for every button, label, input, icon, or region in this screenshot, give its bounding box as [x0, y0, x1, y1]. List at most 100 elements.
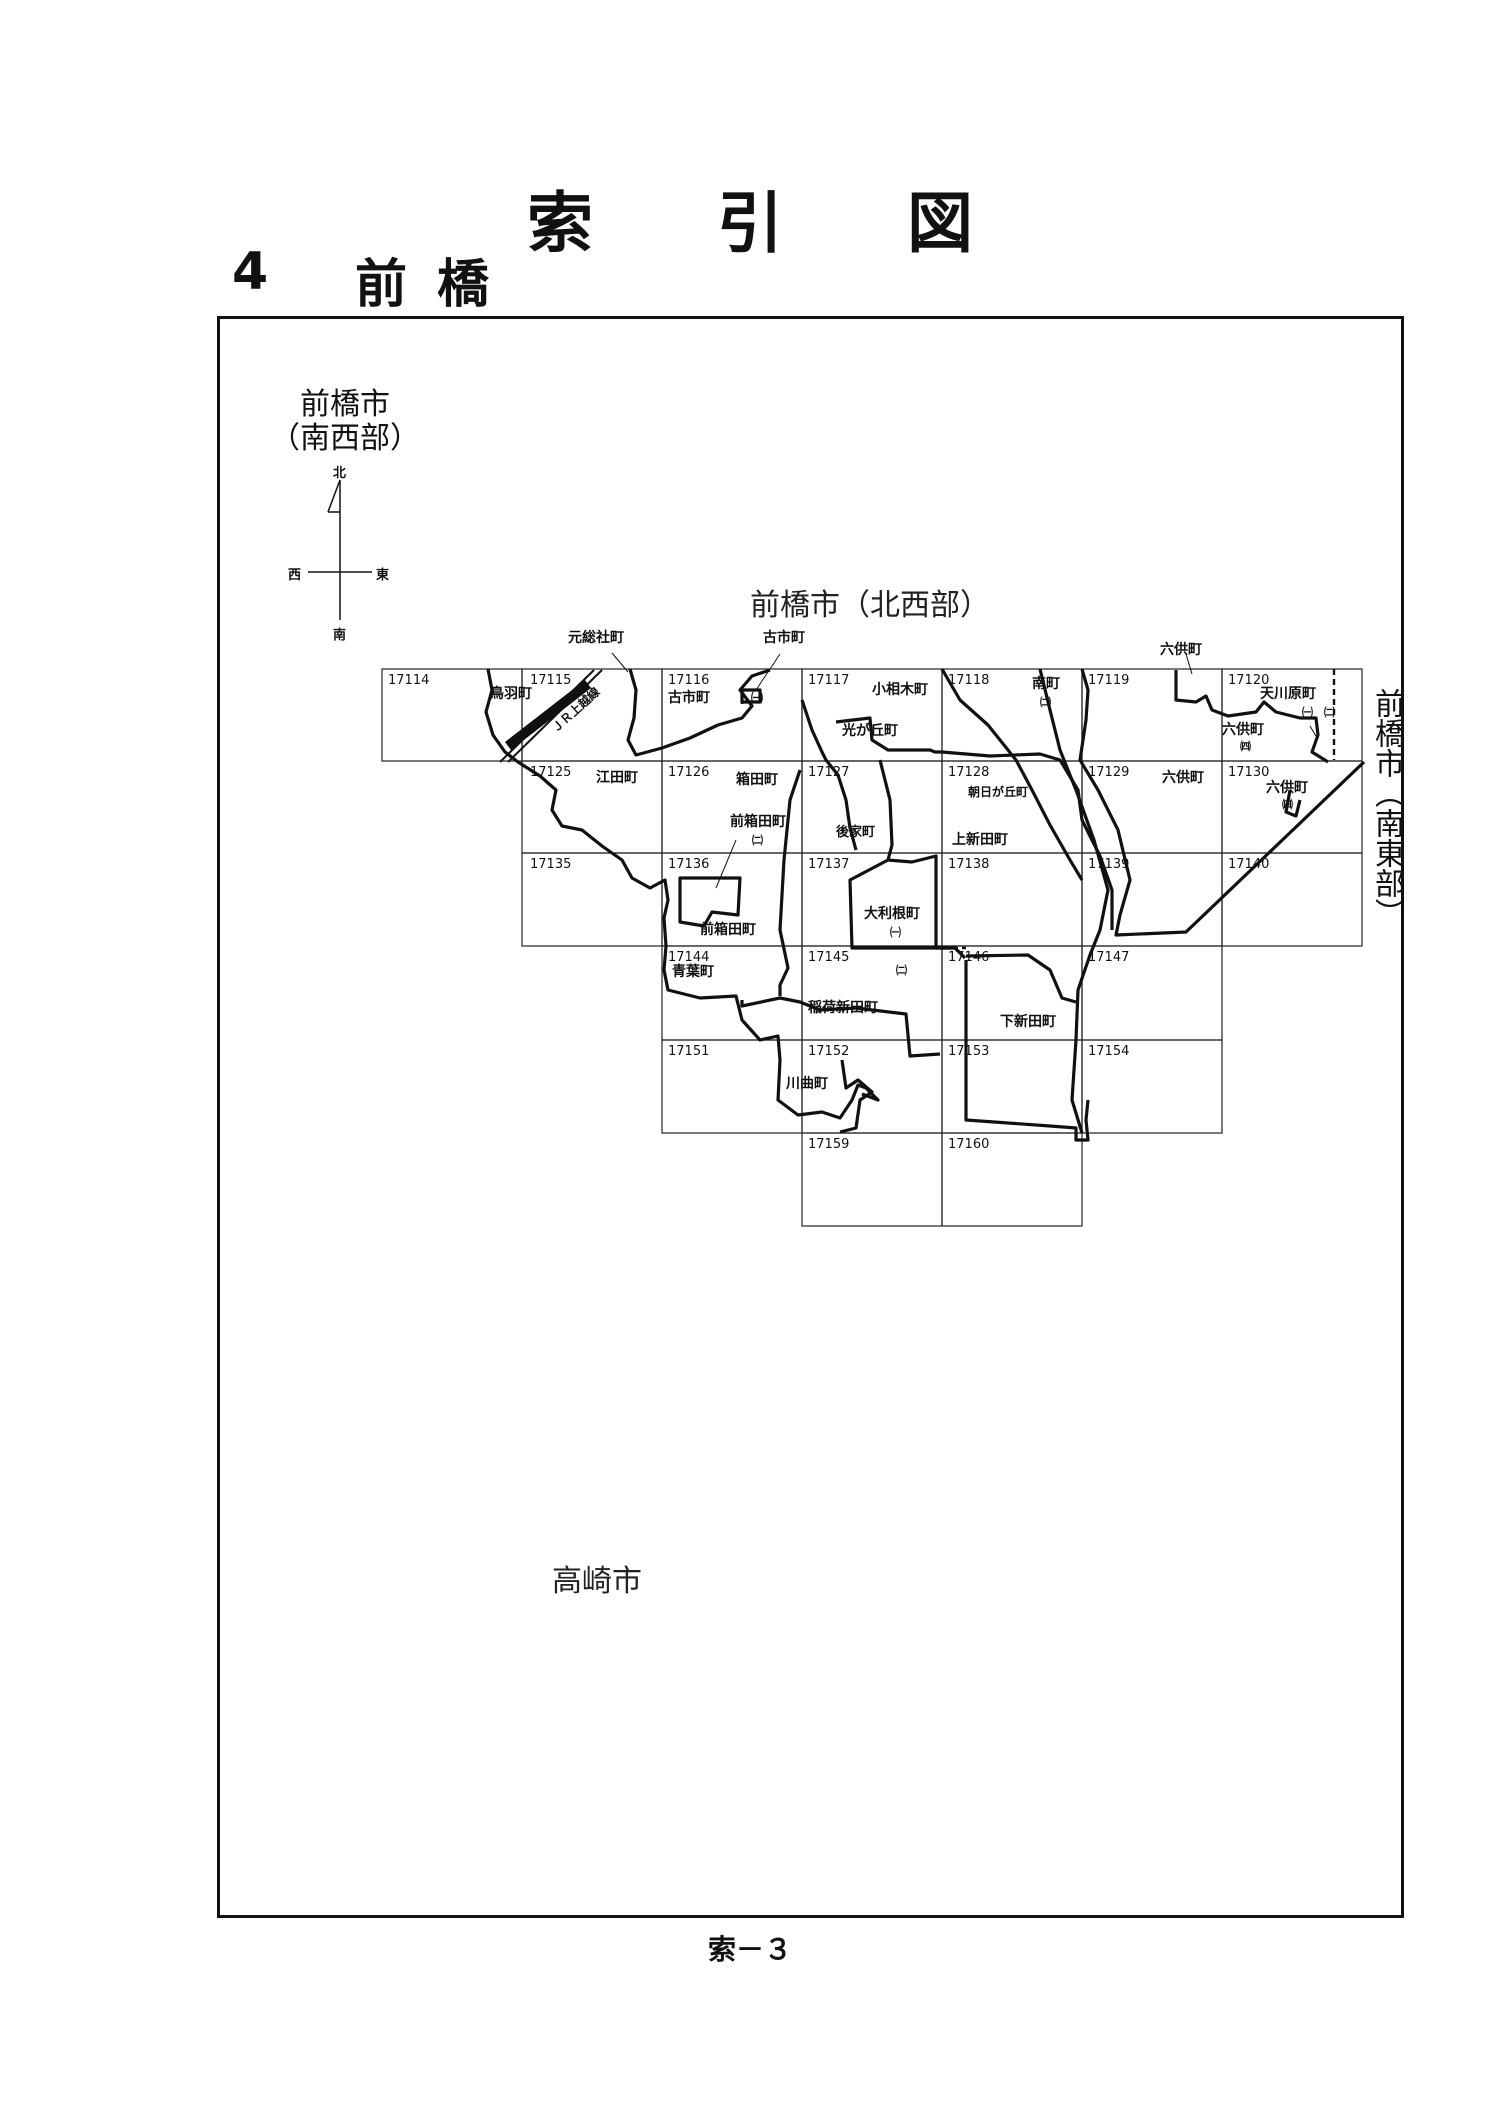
- place-otone-one: ㈠: [890, 925, 901, 939]
- place-minamicho: 南町: [1032, 675, 1060, 692]
- sheet-label: 17114: [388, 673, 429, 688]
- sheet-label: 17128: [948, 765, 989, 780]
- page-number: 索－３: [707, 1933, 792, 1966]
- leader-amagawara: [1309, 725, 1317, 737]
- leader-motosoja: [611, 652, 629, 673]
- place-otone-two: ㈡: [896, 963, 907, 977]
- place-goke: 後家町: [836, 824, 875, 840]
- boundary-central-1: [800, 699, 858, 851]
- compass-west: 西: [288, 568, 302, 583]
- boundary-furuichi-box: [740, 688, 762, 704]
- place-maehakoda-two-suffix: ㈡: [752, 833, 763, 847]
- boundary-east-3: [1038, 668, 1110, 1134]
- place-furuichimachi-top: 古市町: [763, 629, 805, 646]
- title-char: 図: [907, 185, 973, 262]
- boundary-rokku-top: [1174, 670, 1329, 764]
- leader-maehakoda: [715, 839, 737, 889]
- sheet-label: 17160: [948, 1137, 989, 1152]
- place-inari: 稲荷新田町: [808, 999, 878, 1016]
- sheet-label: 17120: [1228, 673, 1269, 688]
- place-hakodamachi: 箱田町: [736, 771, 778, 788]
- sheet-label: 17116: [668, 673, 709, 688]
- title-char: 索: [527, 185, 593, 262]
- place-amagawara-suffix: ㈠ ㈡: [1302, 705, 1335, 719]
- sheet-label: 17117: [808, 673, 849, 688]
- place-amagawara: 天川原町: [1260, 686, 1316, 702]
- sheet-label: 17144: [668, 950, 709, 965]
- boundary-furuichi: [626, 668, 771, 757]
- sheet-label: 17126: [668, 765, 709, 780]
- compass-east: 東: [376, 568, 390, 583]
- place-yon-b: ㈣: [1282, 797, 1293, 811]
- place-maehakoda-one: 前箱田町: [700, 921, 756, 938]
- boundary-hakoda-box: [678, 876, 742, 928]
- region-label-northwest: 前橋市（北西部）: [750, 588, 990, 623]
- dashed-boundaries: [740, 669, 1336, 950]
- sheet-label: 17137: [808, 857, 849, 872]
- sheet-label: 17118: [948, 673, 989, 688]
- sheet-label: 17146: [948, 950, 989, 965]
- place-aoba: 青葉町: [672, 963, 714, 980]
- page-title: 索引図: [0, 170, 1500, 266]
- place-shimoshinden: 下新田町: [1000, 1013, 1056, 1030]
- sheet-label: 17147: [1088, 950, 1129, 965]
- sheet-label: 17127: [808, 765, 849, 780]
- sheet-label: 17153: [948, 1044, 989, 1059]
- sheet-label: 17115: [530, 673, 571, 688]
- place-asahigaoka: 朝日が丘町: [968, 784, 1028, 799]
- boundary-hakoda: [778, 769, 802, 996]
- place-kamishinden: 上新田町: [952, 831, 1008, 848]
- place-rokkumachi-mid: 六供町: [1162, 769, 1204, 786]
- sheet-label: 17129: [1088, 765, 1129, 780]
- sheet-label: 17125: [530, 765, 571, 780]
- boundary-shimoshinden-2: [964, 960, 1090, 1142]
- sheet-label: 17135: [530, 857, 571, 872]
- boundary-shimoshinden: [965, 953, 1077, 1004]
- map-frame: [217, 316, 1404, 1918]
- city-boundary-west: [484, 668, 880, 1120]
- sheet-label: 17130: [1228, 765, 1269, 780]
- place-minami-two: ㈡: [1040, 695, 1051, 709]
- sheet-label: 17139: [1088, 857, 1129, 872]
- place-hikarigaoka: 光が丘町: [841, 722, 898, 739]
- sheet-label: 17145: [808, 950, 849, 965]
- boundary-central-2: [835, 716, 942, 754]
- sheet-label: 17136: [668, 857, 709, 872]
- place-rokku-four-b: 六供町: [1266, 779, 1308, 796]
- place-furuichimachi: 古市町: [668, 689, 710, 706]
- leader-rokku-top: [1185, 653, 1193, 675]
- place-koaigimachi: 小相木町: [872, 681, 928, 698]
- sheet-label: 17154: [1088, 1044, 1129, 1059]
- sheet-17154[interactable]: [1081, 1039, 1223, 1134]
- sheet-label: 17159: [808, 1137, 849, 1152]
- compass: 北 西 東 南: [280, 462, 400, 643]
- place-names: 元総社町 古市町 六供町 鳥羽町 ＪＲ上越線 古市町 ㈠ 小相木町 南町 ㈡ 天…: [490, 629, 1335, 1092]
- boundary-rokku-4: [1284, 789, 1302, 818]
- sheet-label: 17138: [948, 857, 989, 872]
- boundary-rokku: [1078, 668, 1366, 937]
- sheet-label: 17119: [1088, 673, 1129, 688]
- place-motosojamachi: 元総社町: [568, 629, 624, 646]
- town-boundaries: [484, 668, 1366, 1142]
- boundary-east-2: [940, 668, 1084, 881]
- sheet-numbers: 17114 17115 17116 17117 17118 17119 1712…: [388, 673, 1269, 1152]
- place-toriba: 鳥羽町: [490, 685, 532, 702]
- region-sw-line2: （南西部）: [270, 421, 420, 456]
- place-maehakoda-two: 前箱田町: [730, 813, 786, 830]
- jr-line-bar: [505, 680, 591, 750]
- boundary-kawamagari: [839, 1059, 874, 1134]
- sheet-17160[interactable]: [941, 1132, 1083, 1227]
- place-kawamagari: 川曲町: [785, 1075, 828, 1092]
- place-yon-a: ㈣: [1240, 739, 1251, 753]
- compass-rose-icon: [308, 479, 372, 620]
- section-number: 4: [232, 242, 269, 302]
- sheet-grid: [381, 668, 1363, 1227]
- title-char: 引: [717, 185, 783, 262]
- compass-south: 南: [333, 628, 347, 643]
- region-label-takasaki: 高崎市: [552, 1564, 642, 1599]
- sheet-label: 17140: [1228, 857, 1269, 872]
- region-label-southwest: 前橋市 （南西部）: [265, 388, 425, 456]
- place-rokku-four-a: 六供町: [1222, 721, 1264, 738]
- sheet-label: 17152: [808, 1044, 849, 1059]
